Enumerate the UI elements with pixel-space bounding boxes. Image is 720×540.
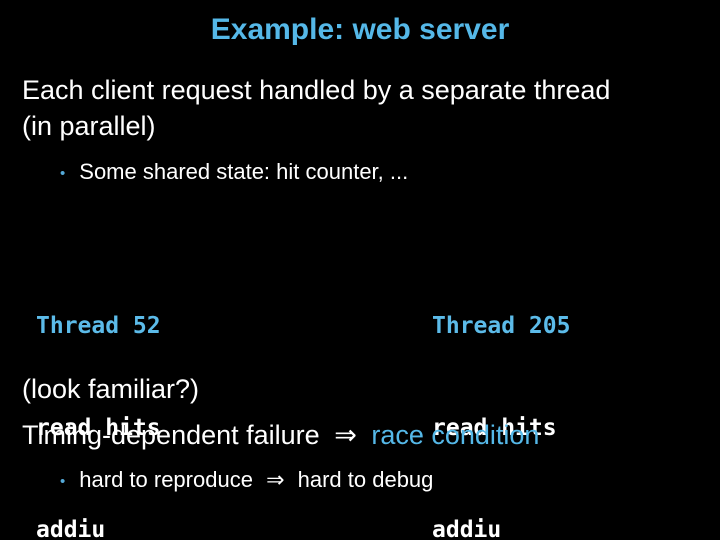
conclusion-highlight: race condition — [371, 420, 540, 450]
code-line: read hits — [36, 415, 161, 441]
bullet-debug-text: hard to reproduce ⇒ hard to debug — [79, 467, 433, 493]
code-block-thread-205: Thread 205 read hits addiu write hits — [432, 241, 570, 540]
conclusion-prefix: Timing-dependent failure — [22, 420, 320, 450]
intro-paragraph: Each client request handled by a separat… — [22, 72, 610, 144]
code-line: addiu — [36, 517, 106, 540]
bullet-icon: • — [60, 164, 66, 182]
slide-title: Example: web server — [210, 13, 510, 46]
bullet-icon: • — [60, 472, 66, 490]
bullet-shared-state: • Some shared state: hit counter, ... — [60, 159, 408, 185]
bullet-debug-suffix: hard to debug — [297, 467, 434, 492]
bullet-hard-to-debug: • hard to reproduce ⇒ hard to debug — [60, 467, 433, 493]
code-block-thread-52: Thread 52 read hits addiu write hits — [36, 241, 174, 540]
code-line: addiu — [432, 517, 502, 540]
code-line: read hits — [432, 415, 557, 441]
bullet-debug-prefix: hard to reproduce — [79, 467, 253, 492]
intro-line-1: Each client request handled by a separat… — [22, 75, 611, 105]
thread-52-header: Thread 52 — [36, 313, 161, 339]
intro-line-2: (in parallel) — [22, 111, 156, 141]
note-look-familiar: (look familiar?) — [22, 374, 200, 404]
conclusion-line: Timing-dependent failure ⇒ race conditio… — [22, 420, 539, 451]
implies-arrow-icon: ⇒ — [266, 468, 285, 493]
implies-arrow-icon: ⇒ — [334, 420, 357, 451]
bullet-shared-state-text: Some shared state: hit counter, ... — [79, 159, 409, 184]
thread-205-header: Thread 205 — [432, 313, 571, 339]
